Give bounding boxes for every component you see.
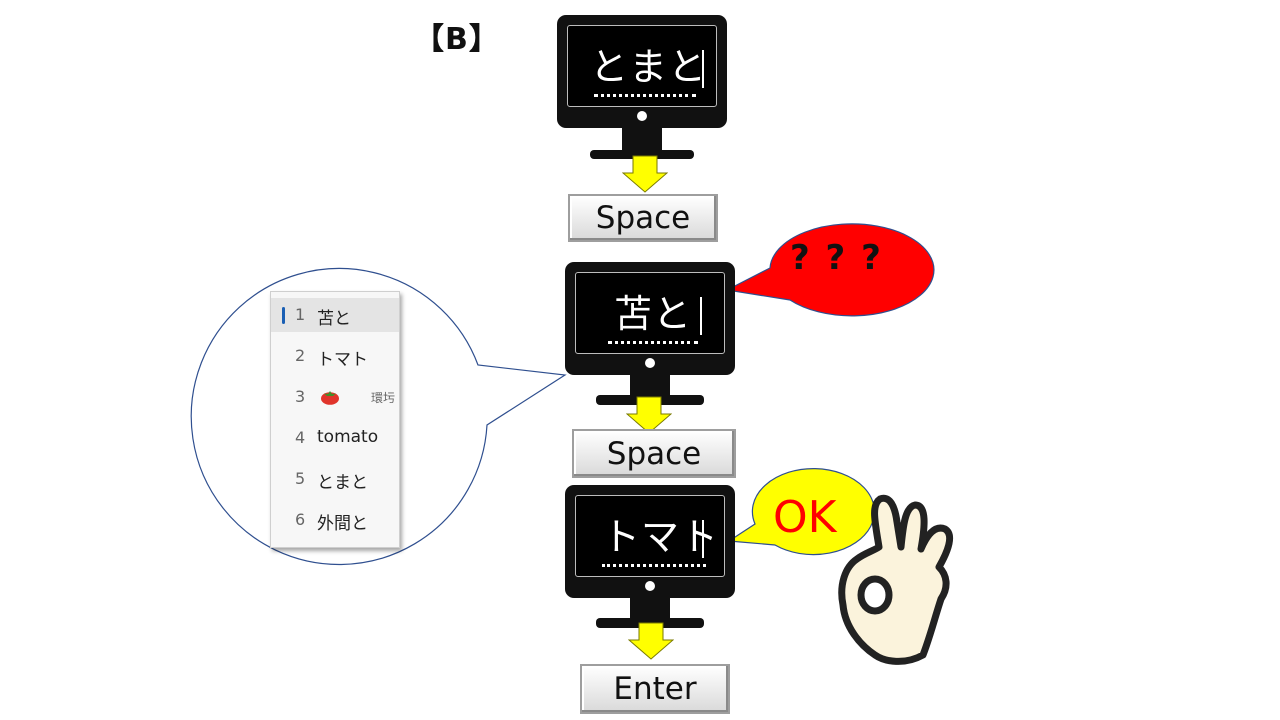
candidate-text: tomato bbox=[317, 427, 379, 447]
space-key-2[interactable]: Space bbox=[572, 429, 736, 478]
down-arrow-icon bbox=[626, 396, 672, 434]
candidate-text: とまと bbox=[317, 473, 368, 493]
candidate-item-5[interactable]: 5 とまと bbox=[271, 462, 399, 496]
composition-underline bbox=[608, 341, 698, 344]
ok-bubble-text: OK bbox=[773, 492, 837, 543]
candidate-list: 1 苫と 2 トマト 3 環圬 4 tomato 5 とまと 6 外間と bbox=[270, 291, 400, 548]
monitor-text: トマト bbox=[602, 515, 720, 559]
text-cursor bbox=[702, 50, 704, 88]
power-led bbox=[645, 358, 655, 368]
monitor-3: トマト bbox=[565, 485, 735, 630]
monitor-screen: トマト bbox=[575, 495, 725, 577]
candidate-number: 5 bbox=[295, 469, 306, 488]
candidate-text: 外間と bbox=[317, 514, 368, 534]
candidate-text: 苫と bbox=[317, 309, 351, 329]
ok-bubble bbox=[727, 468, 875, 556]
ok-hand-icon bbox=[838, 494, 954, 665]
candidate-item-6[interactable]: 6 外間と bbox=[271, 503, 399, 537]
candidate-number: 4 bbox=[295, 428, 306, 447]
power-led bbox=[645, 581, 655, 591]
candidate-item-3[interactable]: 3 環圬 bbox=[271, 380, 399, 414]
candidate-text: トマト bbox=[317, 350, 368, 370]
monitor-text: とまと bbox=[590, 45, 708, 89]
monitor-screen: とまと bbox=[567, 25, 717, 107]
candidate-item-4[interactable]: 4 tomato bbox=[271, 421, 399, 455]
monitor-2: 苫と bbox=[565, 262, 735, 407]
power-led bbox=[637, 111, 647, 121]
composition-underline bbox=[594, 94, 696, 97]
selection-indicator bbox=[282, 307, 285, 324]
tomato-icon bbox=[321, 391, 339, 405]
candidate-item-2[interactable]: 2 トマト bbox=[271, 339, 399, 373]
monitor-1: とまと bbox=[557, 15, 727, 160]
question-bubble-text: ? ? ? bbox=[790, 238, 883, 278]
candidate-number: 3 bbox=[295, 387, 306, 406]
text-cursor bbox=[700, 297, 702, 335]
section-label: 【B】 bbox=[414, 22, 500, 57]
candidate-item-1[interactable]: 1 苫と bbox=[271, 298, 399, 332]
down-arrow-icon bbox=[622, 155, 668, 193]
composition-underline bbox=[602, 564, 706, 567]
candidate-annotation: 環圬 bbox=[371, 391, 396, 405]
monitor-text: 苫と bbox=[614, 292, 693, 336]
enter-key[interactable]: Enter bbox=[580, 664, 730, 714]
text-cursor bbox=[702, 520, 704, 558]
monitor-foot bbox=[590, 150, 694, 159]
candidate-number: 6 bbox=[295, 510, 306, 529]
question-bubble bbox=[725, 223, 935, 317]
candidate-number: 1 bbox=[295, 305, 306, 324]
space-key-1[interactable]: Space bbox=[568, 194, 718, 242]
down-arrow-icon bbox=[628, 622, 674, 660]
monitor-screen: 苫と bbox=[575, 272, 725, 354]
candidate-number: 2 bbox=[295, 346, 306, 365]
